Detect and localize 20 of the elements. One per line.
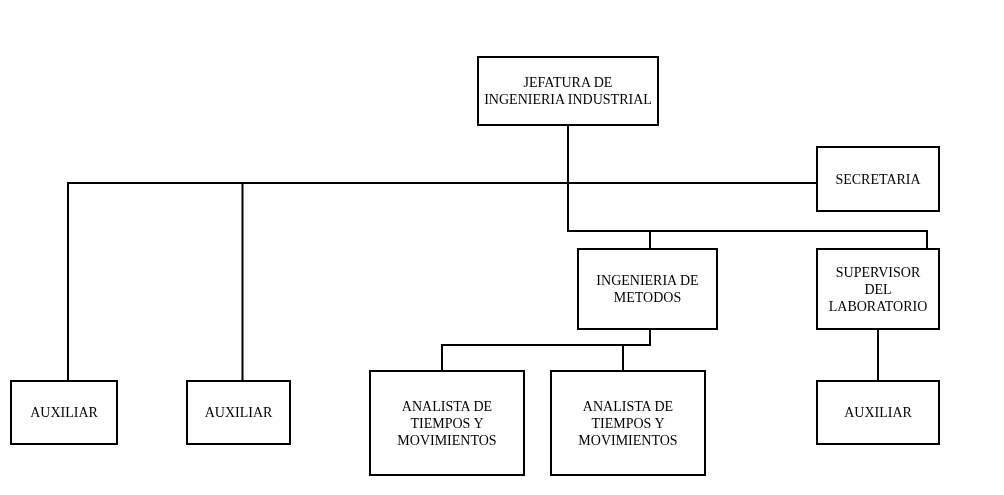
org-box [186,380,291,445]
box-label: JEFATURA DE INGENIERIA INDUSTRIAL [483,74,653,108]
org-box [577,248,718,330]
box-label: SUPERVISOR DEL LABORATORIO [827,263,929,315]
org-box [369,370,525,476]
org-box [816,248,940,330]
org-box [477,56,659,126]
box-label: AUXILIAR [844,404,912,421]
box-label: ANALISTA DE TIEMPOS Y MOVIMIENTOS [577,397,679,449]
connector-line [877,329,879,381]
connector-line [622,329,651,371]
box-label: ANALISTA DE TIEMPOS Y MOVIMIENTOS [396,397,498,449]
box-label: AUXILIAR [30,404,98,421]
org-box [816,380,940,445]
box-label: SECRETARIA [835,170,921,188]
box-label: INGENIERIA DE METODOS [595,272,700,306]
org-box [816,146,940,212]
org-box [550,370,706,476]
org-box [10,380,118,445]
box-label: AUXILIAR [204,404,273,421]
